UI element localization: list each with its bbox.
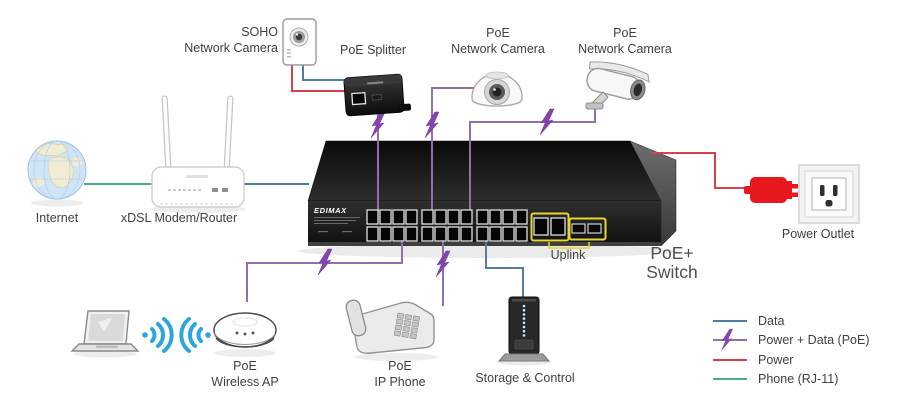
switch-poe-port <box>421 226 434 242</box>
legend-row-power: Power <box>713 350 870 370</box>
router-antenna <box>223 95 234 173</box>
switch-poe-port <box>476 209 489 225</box>
splitter-rj45-port <box>351 91 367 106</box>
legend-label-data: Data <box>758 313 785 328</box>
dome-camera-icon <box>471 71 523 107</box>
poe-bolt-icon <box>539 108 555 136</box>
legend-swatch-power <box>713 358 747 361</box>
storage-device-icon <box>497 296 551 366</box>
switch-poe-port <box>405 209 418 225</box>
switch-poe-port <box>489 226 502 242</box>
switch-sfp-slot <box>587 223 602 234</box>
switch-poe-port <box>502 226 515 242</box>
switch-poe-port <box>379 226 392 242</box>
poe-bolt-icon <box>424 111 440 139</box>
switch-poe-port <box>515 209 528 225</box>
legend-label-power: Power <box>758 352 794 367</box>
switch-poe-port <box>489 209 502 225</box>
poe-bolt-icon <box>721 329 733 352</box>
laptop-icon <box>70 310 140 358</box>
power-outlet-icon <box>798 164 860 224</box>
switch-uplink-port <box>533 217 549 236</box>
legend-swatch-poe <box>713 329 747 352</box>
label-poe-splitter: PoE Splitter <box>339 43 406 57</box>
label-wireless-ap: PoE Wireless AP <box>211 359 279 389</box>
storage-leds <box>522 304 526 337</box>
label-uplink: Uplink <box>550 248 586 262</box>
label-soho-camera: SOHO Network Camera <box>184 25 278 55</box>
router-antenna <box>161 95 172 173</box>
uplink-bracket <box>548 242 590 249</box>
uplink-sfp-highlight <box>568 217 607 241</box>
switch-poe-port <box>379 209 392 225</box>
label-poe-switch: PoE+ Switch <box>646 243 698 282</box>
switch-poe-port <box>405 226 418 242</box>
switch-panel-print <box>314 217 360 233</box>
label-internet: Internet <box>35 211 79 225</box>
legend-row-data: Data <box>713 311 870 331</box>
legend-row-phone: Phone (RJ-11) <box>713 370 870 390</box>
data-line-storage <box>485 241 524 300</box>
switch-poe-port <box>460 226 473 242</box>
power-line-splitter-camera <box>291 63 347 92</box>
wireless-ap-icon <box>213 312 277 357</box>
label-storage: Storage & Control <box>475 371 575 385</box>
switch-poe-port <box>502 209 515 225</box>
bullet-camera-icon <box>585 61 650 110</box>
uplink-highlight-group <box>530 212 607 249</box>
poe-bolt-icon <box>317 248 333 276</box>
poe-bolts <box>317 108 555 278</box>
internet-globe-icon <box>27 140 87 207</box>
switch-poe-port <box>434 226 447 242</box>
poe-bolt-icon <box>370 111 386 139</box>
switch-poe-port <box>366 226 379 242</box>
wifi-waves-icon <box>142 317 211 353</box>
switch-poe-port <box>392 226 405 242</box>
switch-poe-port <box>434 209 447 225</box>
switch-brand: EDIMAX <box>314 206 347 215</box>
switch-poe-port <box>392 209 405 225</box>
poe-line-bullet-camera <box>469 109 596 212</box>
legend-swatch-phone <box>713 378 747 381</box>
switch-port-field <box>366 209 602 242</box>
legend-label-phone: Phone (RJ-11) <box>758 372 839 387</box>
switch-right-face <box>629 140 677 247</box>
legend-row-poe: Power + Data (PoE) <box>713 329 870 352</box>
legend-label-poe: Power + Data (PoE) <box>758 333 870 348</box>
switch-poe-port <box>447 209 460 225</box>
xdsl-router-icon <box>150 95 246 213</box>
soho-camera-icon <box>282 18 317 66</box>
ip-phone-icon <box>345 299 438 361</box>
router-leds <box>168 189 201 191</box>
power-plug-icon <box>744 177 803 203</box>
legend-swatch-data <box>713 319 747 322</box>
phone-keypad <box>393 312 421 340</box>
switch-poe-port <box>515 226 528 242</box>
switch-top-face <box>307 140 662 202</box>
switch-poe-port <box>460 209 473 225</box>
poe-splitter-icon <box>343 73 412 117</box>
label-bullet-camera: PoE Network Camera <box>578 26 672 56</box>
switch-poe-port <box>421 209 434 225</box>
poe-line-dome-camera <box>431 87 477 212</box>
label-power-outlet: Power Outlet <box>781 227 855 241</box>
data-line-splitter-camera <box>302 63 350 81</box>
switch-uplink-port <box>550 217 566 236</box>
label-ip-phone: PoE IP Phone <box>374 359 426 389</box>
poe-bolt-icon <box>435 250 451 278</box>
label-dome-camera: PoE Network Camera <box>451 26 545 56</box>
label-router: xDSL Modem/Router <box>120 211 238 225</box>
switch-poe-port <box>366 209 379 225</box>
power-line-outlet <box>652 152 750 189</box>
switch-poe-port <box>447 226 460 242</box>
switch-sfp-slot <box>571 223 586 234</box>
switch-poe-port <box>476 226 489 242</box>
switch-bottom-lip <box>308 242 661 246</box>
phone-handset <box>345 299 367 337</box>
